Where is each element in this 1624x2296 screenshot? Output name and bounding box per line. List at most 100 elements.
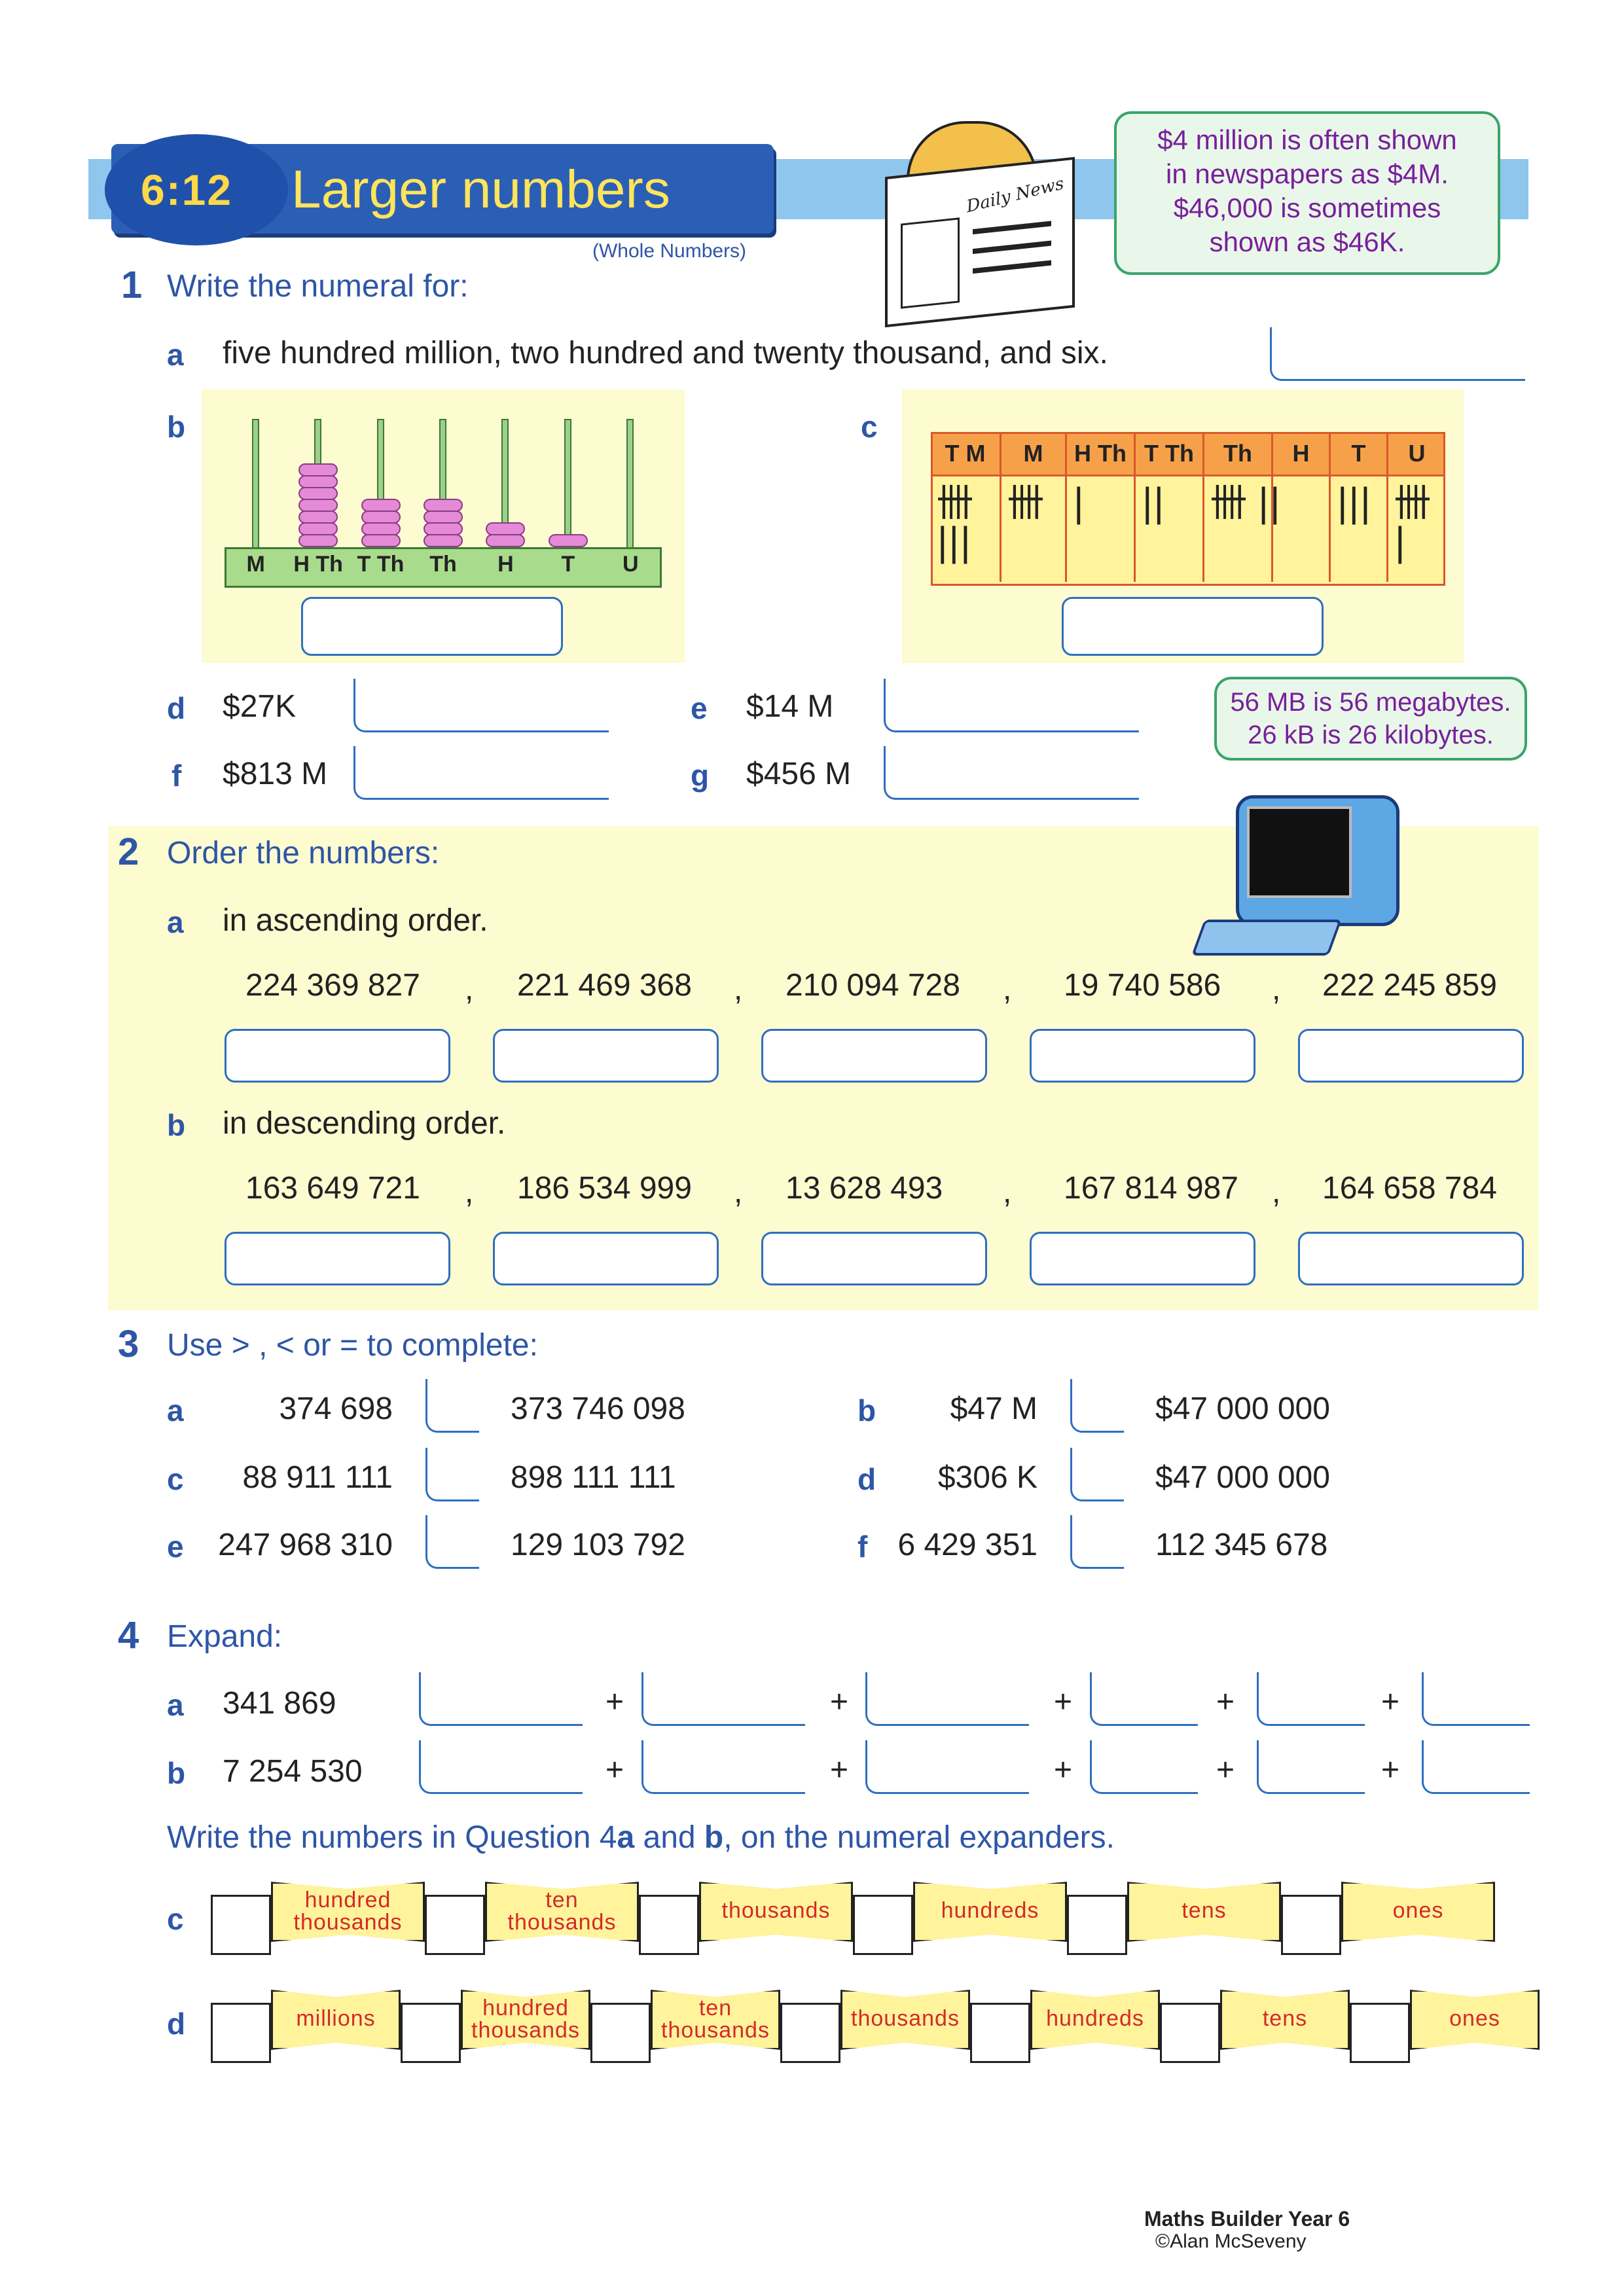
tally-column: H bbox=[1273, 432, 1331, 582]
expander-digit-cell[interactable] bbox=[853, 1895, 913, 1955]
expand-answer-box[interactable] bbox=[419, 1740, 583, 1794]
expander-digit-cell[interactable] bbox=[401, 2003, 461, 2063]
abacus-bead bbox=[298, 511, 338, 524]
tally-marks: || bbox=[1141, 480, 1165, 525]
comparison-sign-box[interactable] bbox=[1070, 1448, 1124, 1501]
expander-label-line: thousands bbox=[721, 1898, 831, 1923]
expander-digit-cell[interactable] bbox=[1160, 2003, 1220, 2063]
expander-label-line: thousands bbox=[293, 1910, 403, 1935]
q1g-answer-box[interactable] bbox=[884, 746, 1139, 800]
expander-digit-cell[interactable] bbox=[590, 2003, 651, 2063]
order-answer-box[interactable] bbox=[761, 1232, 987, 1285]
computer-screen-icon bbox=[1247, 806, 1352, 898]
question-1-prompt: Write the numeral for: bbox=[167, 269, 469, 304]
expander-digit-cell[interactable] bbox=[211, 2003, 271, 2063]
instruction-text: Write the numbers in Question 4 bbox=[167, 1820, 617, 1855]
q1a-label: a bbox=[167, 338, 184, 372]
q1d-answer-box[interactable] bbox=[353, 679, 609, 732]
expander-digit-cell[interactable] bbox=[780, 2003, 840, 2063]
expand-answer-box[interactable] bbox=[865, 1672, 1029, 1726]
computer-callout: 56 MB is 56 megabytes. 26 kB is 26 kilob… bbox=[1214, 677, 1527, 761]
expander-label-line: hundred bbox=[482, 1996, 569, 2020]
comparison-sign-box[interactable] bbox=[425, 1379, 479, 1433]
order-answer-box[interactable] bbox=[1030, 1029, 1255, 1083]
tally-header: M bbox=[1023, 440, 1043, 467]
expander-digit-cell[interactable] bbox=[425, 1895, 485, 1955]
q4b-value: 7 254 530 bbox=[223, 1754, 363, 1789]
abacus-rod bbox=[626, 419, 634, 550]
expander-digit-cell[interactable] bbox=[1281, 1895, 1341, 1955]
footer-copyright: ©Alan McSeveny bbox=[1155, 2231, 1307, 2252]
expand-answer-box[interactable] bbox=[1257, 1740, 1365, 1794]
expand-answer-box[interactable] bbox=[1257, 1672, 1365, 1726]
abacus-rod bbox=[564, 419, 571, 550]
tally-marks: 卌 | bbox=[1394, 480, 1432, 564]
expander-place-label: thousands bbox=[701, 1899, 851, 1922]
order-answer-box[interactable] bbox=[1298, 1029, 1524, 1083]
abacus-bead bbox=[424, 499, 463, 512]
plus-sign: + bbox=[1381, 1685, 1400, 1719]
expand-answer-box[interactable] bbox=[641, 1740, 805, 1794]
order-answer-box[interactable] bbox=[493, 1232, 719, 1285]
expand-answer-box[interactable] bbox=[1422, 1740, 1530, 1794]
q3-label: d bbox=[857, 1462, 876, 1496]
q1f-answer-box[interactable] bbox=[353, 746, 609, 800]
expander-place-label: tens bbox=[1222, 2007, 1348, 2030]
order-answer-box[interactable] bbox=[761, 1029, 987, 1083]
expand-answer-box[interactable] bbox=[1422, 1672, 1530, 1726]
expand-answer-box[interactable] bbox=[1090, 1740, 1198, 1794]
expand-answer-box[interactable] bbox=[865, 1740, 1029, 1794]
order-answer-box[interactable] bbox=[225, 1029, 450, 1083]
plus-sign: + bbox=[1216, 1753, 1235, 1787]
q1e-answer-box[interactable] bbox=[884, 679, 1139, 732]
abacus-bead bbox=[486, 522, 526, 535]
order-answer-box[interactable] bbox=[225, 1232, 450, 1285]
separator-comma: , bbox=[1003, 972, 1012, 1007]
order-answer-box[interactable] bbox=[1298, 1232, 1524, 1285]
expand-answer-box[interactable] bbox=[419, 1672, 583, 1726]
abacus-bead bbox=[424, 522, 463, 535]
q3-label: b bbox=[857, 1393, 876, 1427]
q3-left-value: $306 K bbox=[937, 1460, 1038, 1495]
expander-place-label: ones bbox=[1343, 1899, 1493, 1922]
expander-digit-cell[interactable] bbox=[1067, 1895, 1127, 1955]
comparison-sign-box[interactable] bbox=[1070, 1515, 1124, 1569]
expander-digit-cell[interactable] bbox=[639, 1895, 699, 1955]
expander-digit-cell[interactable] bbox=[211, 1895, 271, 1955]
q3-label: a bbox=[167, 1393, 184, 1427]
abacus-bead bbox=[424, 511, 463, 524]
plus-sign: + bbox=[830, 1753, 849, 1787]
expander-digit-cell[interactable] bbox=[970, 2003, 1030, 2063]
expand-answer-box[interactable] bbox=[1090, 1672, 1198, 1726]
plus-sign: + bbox=[605, 1685, 624, 1719]
q1c-answer-box[interactable] bbox=[1062, 597, 1324, 656]
expander-digit-cell[interactable] bbox=[1350, 2003, 1410, 2063]
expander-label-line: thousands bbox=[661, 2018, 770, 2043]
expander-place-label: ones bbox=[1412, 2007, 1538, 2030]
order-answer-box[interactable] bbox=[1030, 1232, 1255, 1285]
abacus-label: M bbox=[246, 552, 265, 577]
q1b-answer-box[interactable] bbox=[301, 597, 563, 656]
comparison-sign-box[interactable] bbox=[425, 1448, 479, 1501]
comparison-sign-box[interactable] bbox=[1070, 1379, 1124, 1433]
newspaper-photo-icon bbox=[901, 217, 960, 309]
tally-header: Th bbox=[1223, 440, 1252, 467]
comparison-sign-box[interactable] bbox=[425, 1515, 479, 1569]
q4c-label: c bbox=[167, 1902, 184, 1936]
q1f-value: $813 M bbox=[223, 757, 328, 791]
q2a-text: in ascending order. bbox=[223, 903, 488, 938]
q4a-label: a bbox=[167, 1688, 184, 1722]
order-answer-box[interactable] bbox=[493, 1029, 719, 1083]
q2b-answer-row bbox=[223, 1232, 1532, 1291]
newspaper-title: Daily News bbox=[965, 173, 1066, 217]
footer-book-title: Maths Builder Year 6 bbox=[1144, 2207, 1350, 2231]
q1a-answer-box[interactable] bbox=[1270, 327, 1525, 381]
number-to-order: 19 740 586 bbox=[1064, 968, 1221, 1003]
expand-answer-box[interactable] bbox=[641, 1672, 805, 1726]
expander-label-line: thousands bbox=[851, 2006, 960, 2031]
plus-sign: + bbox=[605, 1753, 624, 1787]
tally-header: T M bbox=[945, 440, 986, 467]
separator-comma: , bbox=[734, 972, 743, 1007]
